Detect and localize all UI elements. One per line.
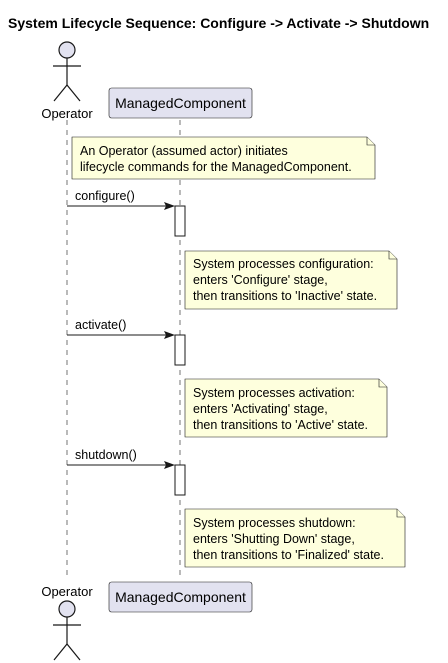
actor-head-icon — [58, 600, 76, 618]
message-shutdown-label: shutdown() — [75, 448, 137, 462]
arrowhead-icon — [164, 331, 175, 339]
note-activate-line-1: System processes activation: — [193, 386, 355, 400]
note-intro-line-2: lifecycle commands for the ManagedCompon… — [80, 160, 352, 174]
note-activate: System processes activation: enters 'Act… — [184, 378, 388, 438]
note-shutdown-line-3: then transitions to 'Finalized' state. — [193, 548, 384, 562]
message-configure: configure() — [67, 189, 175, 210]
note-configure-line-3: then transitions to 'Inactive' state. — [193, 289, 377, 303]
activation-bar-activate — [174, 334, 186, 366]
note-shutdown-line-1: System processes shutdown: — [193, 516, 356, 530]
note-shutdown-line-2: enters 'Shutting Down' stage, — [193, 532, 355, 546]
operator-actor-bottom: Operator — [41, 584, 93, 661]
note-configure-line-2: enters 'Configure' stage, — [193, 273, 328, 287]
operator-label-top: Operator — [41, 106, 93, 121]
note-configure: System processes configuration: enters '… — [184, 250, 398, 310]
operator-label-bottom: Operator — [41, 584, 93, 599]
operator-actor-top: Operator — [41, 41, 93, 121]
note-configure-line-1: System processes configuration: — [193, 257, 374, 271]
diagram-title: System Lifecycle Sequence: Configure -> … — [8, 15, 429, 31]
note-activate-line-2: enters 'Activating' stage, — [193, 402, 328, 416]
message-activate-label: activate() — [75, 318, 126, 332]
component-box-top: ManagedComponent — [108, 87, 253, 119]
activation-bar-shutdown — [174, 464, 186, 496]
component-label-bottom: ManagedComponent — [115, 589, 246, 605]
arrowhead-icon — [164, 202, 175, 210]
message-configure-label: configure() — [75, 189, 135, 203]
component-label-top: ManagedComponent — [115, 95, 246, 111]
note-shutdown: System processes shutdown: enters 'Shutt… — [184, 508, 406, 568]
note-intro: An Operator (assumed actor) initiates li… — [71, 136, 376, 180]
arrowhead-icon — [164, 461, 175, 469]
message-activate: activate() — [67, 318, 175, 339]
actor-head-icon — [58, 41, 76, 59]
note-activate-line-3: then transitions to 'Active' state. — [193, 418, 368, 432]
activation-bar-configure — [174, 205, 186, 237]
component-box-bottom: ManagedComponent — [108, 581, 253, 613]
message-shutdown: shutdown() — [67, 448, 175, 469]
note-intro-line-1: An Operator (assumed actor) initiates — [80, 144, 288, 158]
